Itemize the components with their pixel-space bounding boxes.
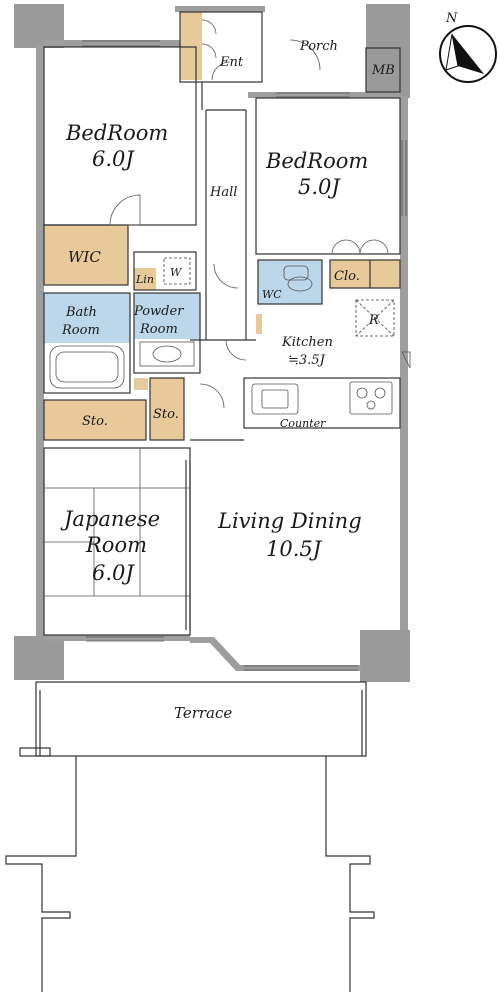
- bath-label-2: Room: [61, 323, 100, 338]
- closet-label: Clo.: [334, 269, 360, 284]
- kitchen-size: ≒3.5J: [288, 353, 326, 368]
- linen-fill: [134, 268, 156, 290]
- hall-label: Hall: [209, 185, 237, 200]
- porch-label: Porch: [299, 39, 338, 54]
- north-arrow-icon: N: [439, 11, 497, 83]
- living-size: 10.5J: [266, 537, 323, 561]
- lin-small-fill: [134, 378, 148, 390]
- powder-label-2: Room: [139, 322, 178, 337]
- japanese-label-2: Room: [85, 533, 147, 557]
- refrigerator-label: R: [368, 313, 379, 328]
- counter-label: Counter: [280, 417, 326, 430]
- japanese-size: 6.0J: [92, 561, 135, 585]
- bedroom1-size: 6.0J: [92, 147, 135, 171]
- outer-walls: [14, 4, 410, 682]
- powder-label-1: Powder: [133, 304, 184, 319]
- washer-label: W: [170, 266, 183, 279]
- bath-fill: [44, 293, 130, 343]
- bedroom1-name: BedRoom: [65, 121, 168, 145]
- sto2-fill: [150, 378, 184, 440]
- terrace-label: Terrace: [174, 704, 232, 722]
- north-label: N: [445, 11, 458, 26]
- japanese-label-1: Japanese: [60, 507, 160, 531]
- kitchen-label: Kitchen: [281, 335, 333, 350]
- sto1-fill: [44, 400, 146, 440]
- entrance-label: Ent: [219, 55, 244, 70]
- powder-fill: [134, 293, 200, 339]
- closet-fill: [330, 260, 400, 288]
- wic-label: WIC: [68, 248, 101, 266]
- wic-fill: [44, 225, 128, 285]
- living-label: Living Dining: [217, 509, 362, 533]
- linen-label: Lin: [135, 273, 154, 286]
- storage1-label: Sto.: [82, 414, 108, 429]
- powder-strip: [256, 314, 262, 334]
- bath-label-1: Bath: [65, 305, 97, 320]
- storage2-label: Sto.: [153, 407, 179, 422]
- room-fills: [44, 12, 400, 440]
- mb-label: MB: [371, 63, 395, 78]
- entrance-fill: [180, 12, 202, 80]
- bedroom2-size: 5.0J: [298, 175, 341, 199]
- wc-label: WC: [262, 288, 282, 301]
- bedroom2-name: BedRoom: [265, 149, 368, 173]
- partitions: [5, 11, 411, 992]
